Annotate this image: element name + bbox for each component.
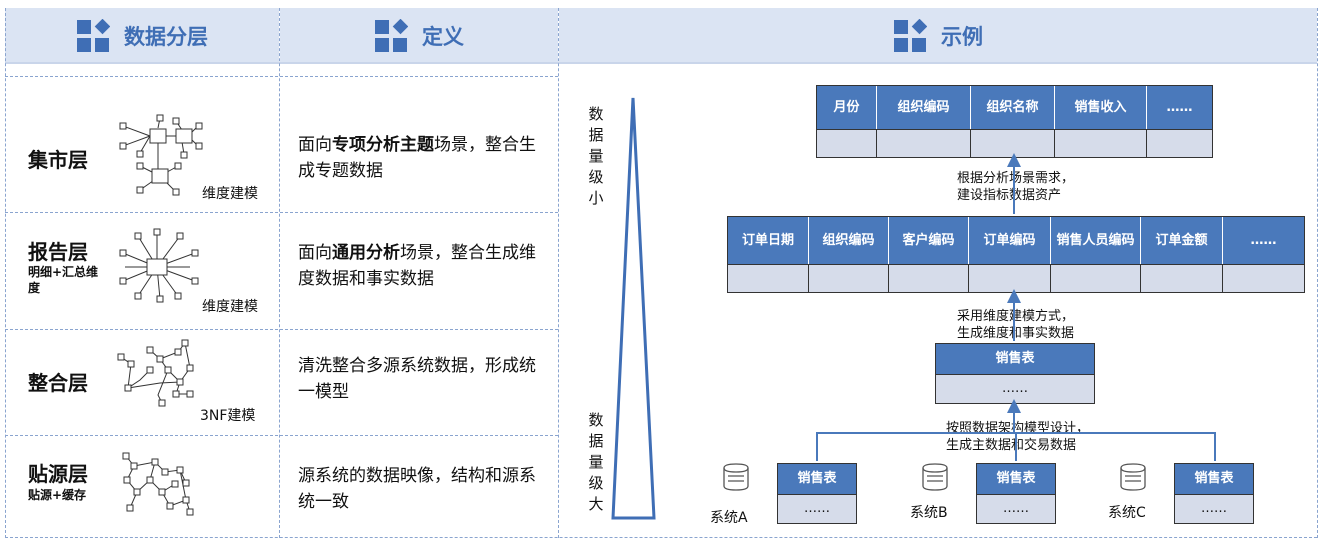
source-table-b: 销售表 …… [976, 463, 1056, 524]
table-header-cell: 订单金额 [1141, 217, 1223, 265]
table-header-cell: …… [1223, 217, 1304, 265]
table-body-cell [817, 129, 877, 157]
definition-source: 源系统的数据映像，结构和源系统一致 [298, 466, 536, 512]
table-header-cell: 销售收入 [1055, 86, 1147, 130]
table-header-cell: 订单日期 [728, 217, 809, 265]
row-divider [5, 212, 558, 213]
system-label-a: 系统A [710, 510, 748, 526]
database-icon [1120, 463, 1146, 491]
table-header-cell: 客户编码 [889, 217, 969, 265]
frame-left [5, 8, 6, 538]
row-divider [5, 329, 558, 330]
system-label-b: 系统B [910, 505, 948, 521]
model-label-mart: 维度建模 [202, 186, 258, 202]
system-label-c: 系统C [1108, 505, 1146, 521]
layer-sub-source: 贴源+缓存 [28, 488, 87, 502]
table-header-cell: 月份 [817, 86, 877, 130]
model-label-report: 维度建模 [202, 299, 258, 315]
table-body-cell [1055, 129, 1147, 157]
table-header-cell: 组织编码 [809, 217, 889, 265]
source-table-a: 销售表 …… [777, 463, 857, 524]
layer-name-mart: 集市层 [28, 148, 88, 172]
star-schema-icon [119, 114, 203, 196]
grid-icon [77, 19, 110, 52]
table-header-cell: 订单编码 [969, 217, 1051, 265]
header-layer-title: 数据分层 [124, 25, 208, 49]
row-divider [5, 435, 558, 436]
table-body-cell [728, 264, 809, 292]
volume-large-label: 数据量级大 [588, 411, 604, 513]
column-divider [558, 8, 559, 538]
network-icon [117, 339, 194, 407]
model-label-integrated: 3NF建模 [200, 408, 256, 424]
header-definition-title: 定义 [422, 25, 464, 49]
table-body-cell [877, 129, 971, 157]
source-table-body: …… [977, 493, 1055, 523]
table-body-cell [971, 129, 1055, 157]
frame-right [1317, 8, 1318, 538]
source-table-body: …… [1175, 493, 1253, 523]
layer-sub-report: 明细+汇总维度 [28, 265, 99, 295]
report-table: 订单日期组织编码客户编码订单编码销售人员编码订单金额…… [727, 216, 1305, 293]
layer-name-source: 贴源层 [28, 462, 88, 486]
grid-icon [894, 19, 927, 52]
layer-name-report: 报告层 [28, 240, 88, 264]
integrated-table-title: 销售表 [936, 344, 1094, 374]
frame-bottom [5, 537, 1317, 538]
definition-integrated: 清洗整合多源系统数据，形成统一模型 [298, 356, 536, 402]
definition-mart: 面向专项分析主题场景，整合生成专题数据 [298, 135, 536, 181]
database-icon [922, 463, 948, 491]
volume-triangle [611, 97, 656, 520]
note-mart: 根据分析场景需求，建设指标数据资产 [957, 171, 1075, 203]
integrated-table: 销售表 …… [935, 343, 1095, 404]
source-table-c: 销售表 …… [1174, 463, 1254, 524]
table-body-cell [1051, 264, 1141, 292]
star-schema-icon [119, 228, 199, 303]
table-header-cell: 销售人员编码 [1051, 217, 1141, 265]
table-header-cell: 组织名称 [971, 86, 1055, 130]
source-table-title: 销售表 [778, 464, 856, 494]
column-divider [279, 8, 280, 538]
header-example: 示例 [559, 8, 1317, 64]
table-header-cell: 组织编码 [877, 86, 971, 130]
table-body-cell [1147, 129, 1212, 157]
definition-report: 面向通用分析场景，整合生成维度数据和事实数据 [298, 243, 536, 289]
mart-table: 月份组织编码组织名称销售收入…… [816, 85, 1213, 158]
network-icon [122, 452, 194, 516]
header-layer: 数据分层 [5, 8, 279, 64]
header-definition: 定义 [280, 8, 558, 64]
header-example-title: 示例 [941, 25, 983, 49]
note-report: 采用维度建模方式，生成维度和事实数据 [957, 309, 1075, 341]
table-body-cell [889, 264, 969, 292]
row-divider [5, 76, 558, 77]
table-body-cell [1223, 264, 1304, 292]
header-divider [5, 62, 1317, 64]
table-body-cell [809, 264, 889, 292]
layer-name-integrated: 整合层 [28, 371, 88, 395]
grid-icon [375, 19, 408, 52]
integrated-table-body: …… [936, 373, 1094, 403]
source-table-title: 销售表 [1175, 464, 1253, 494]
volume-small-label: 数据量级小 [588, 105, 604, 207]
database-icon [723, 463, 749, 491]
table-body-cell [969, 264, 1051, 292]
table-header-cell: …… [1147, 86, 1212, 130]
table-body-cell [1141, 264, 1223, 292]
source-table-title: 销售表 [977, 464, 1055, 494]
source-table-body: …… [778, 493, 856, 523]
